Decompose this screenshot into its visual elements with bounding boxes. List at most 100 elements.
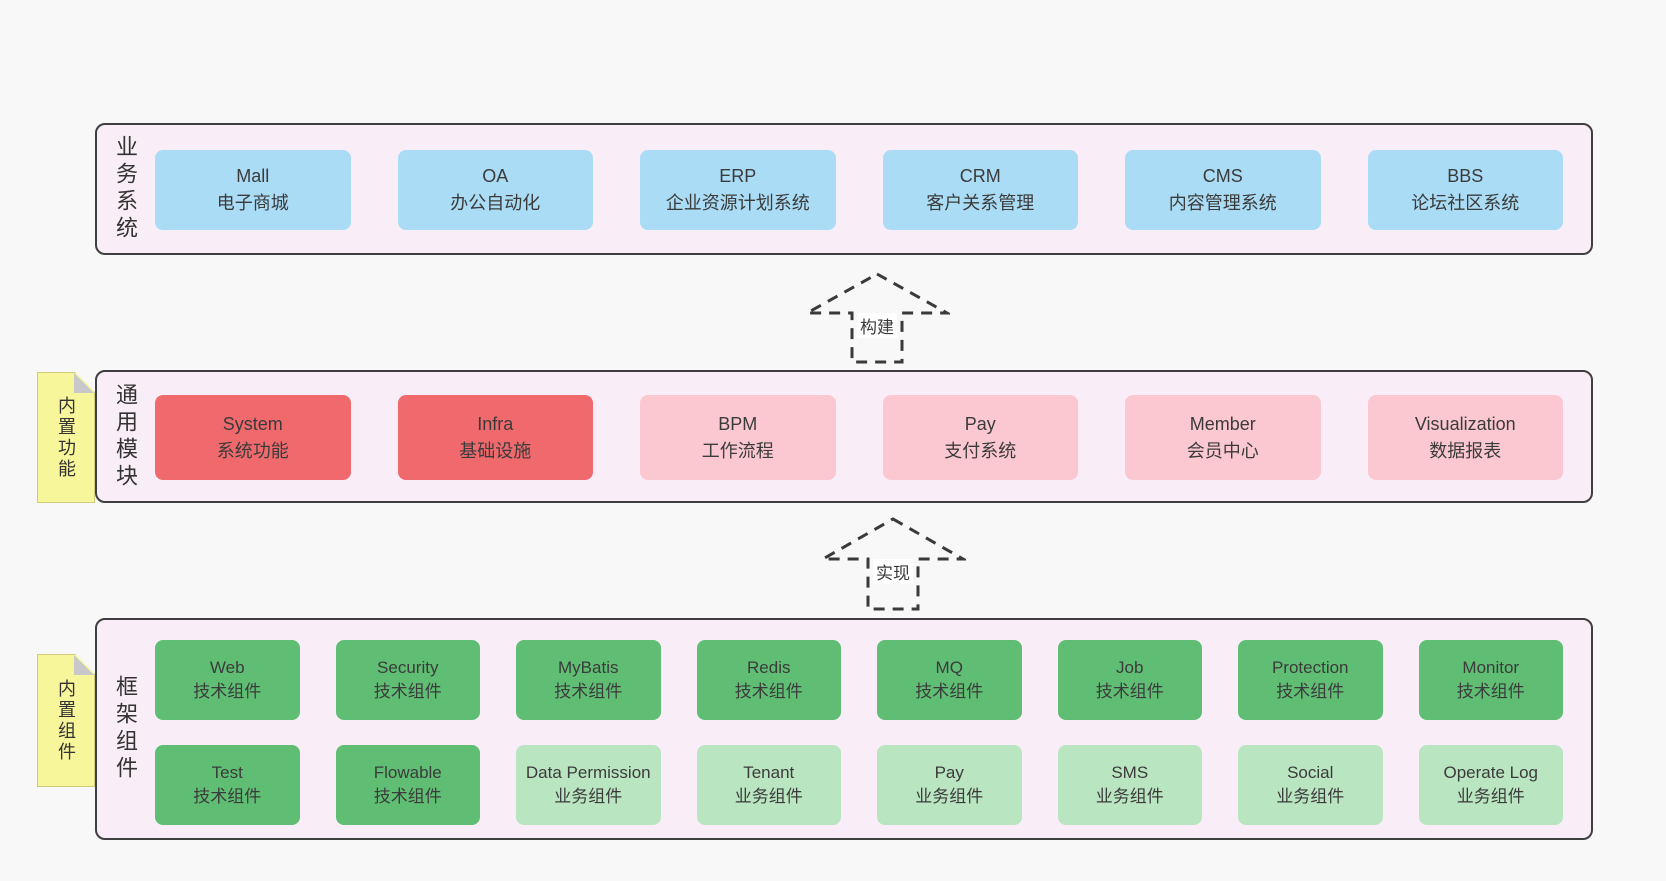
box-protection: Protection 技术组件	[1238, 640, 1383, 720]
layer-label-components: 框架组件	[113, 675, 138, 783]
implement-arrow: 实现	[820, 517, 966, 611]
build-arrow-label: 构建	[857, 313, 897, 339]
box-desc: 客户关系管理	[926, 193, 1035, 213]
box-job: Job 技术组件	[1057, 640, 1202, 720]
box-name: CRM	[959, 166, 1001, 186]
box-cms: CMS 内容管理系统	[1125, 150, 1321, 230]
box-desc: 业务组件	[734, 787, 803, 806]
box-desc: 会员中心	[1186, 440, 1259, 461]
box-mybatis: MyBatis 技术组件	[516, 640, 661, 720]
framework-components-layer: 框架组件 Web 技术组件 Security 技术组件 MyBatis 技术组件…	[95, 618, 1593, 840]
box-name: Monitor	[1462, 658, 1520, 677]
box-name: OA	[482, 166, 509, 186]
box-desc: 技术组件	[1456, 682, 1525, 701]
box-desc: 技术组件	[373, 682, 442, 701]
box-system: System 系统功能	[155, 395, 351, 480]
box-operate-log: Operate Log 业务组件	[1418, 745, 1563, 825]
common-modules-row: System 系统功能 Infra 基础设施 BPM 工作流程 Pay 支付系统…	[155, 395, 1563, 480]
box-desc: 电子商城	[216, 193, 289, 213]
box-desc: 内容管理系统	[1168, 193, 1277, 213]
box-desc: 业务组件	[554, 787, 623, 806]
box-name: MQ	[935, 658, 963, 677]
box-desc: 技术组件	[193, 787, 262, 806]
box-bpm: BPM 工作流程	[640, 395, 836, 480]
box-name: Pay	[964, 413, 996, 434]
box-desc: 技术组件	[915, 682, 984, 701]
layer-label-business: 业务系统	[113, 135, 138, 243]
box-desc: 技术组件	[1095, 682, 1164, 701]
box-erp: ERP 企业资源计划系统	[640, 150, 836, 230]
box-oa: OA 办公自动化	[397, 150, 593, 230]
box-tenant: Tenant 业务组件	[696, 745, 841, 825]
box-name: Web	[209, 658, 245, 677]
box-name: MyBatis	[558, 658, 619, 677]
box-name: Member	[1189, 413, 1256, 434]
box-name: Flowable	[373, 763, 442, 782]
business-systems-row: Mall 电子商城 OA 办公自动化 ERP 企业资源计划系统 CRM 客户关系…	[155, 150, 1563, 230]
box-bbs: BBS 论坛社区系统	[1367, 150, 1563, 230]
box-desc: 办公自动化	[450, 193, 541, 213]
box-name: BPM	[718, 413, 758, 434]
box-desc: 系统功能	[216, 440, 289, 461]
box-monitor: Monitor 技术组件	[1418, 640, 1563, 720]
box-social: Social 业务组件	[1238, 745, 1383, 825]
box-name: Redis	[747, 658, 791, 677]
build-arrow: 构建	[804, 272, 950, 364]
box-name: BBS	[1447, 166, 1484, 186]
box-visualization: Visualization 数据报表	[1367, 395, 1563, 480]
box-desc: 业务组件	[1456, 787, 1525, 806]
box-desc: 业务组件	[1276, 787, 1345, 806]
box-desc: 数据报表	[1429, 440, 1502, 461]
box-pay-biz: Pay 业务组件	[877, 745, 1022, 825]
note-built-in-components: 内置组件	[37, 654, 95, 787]
box-web: Web 技术组件	[155, 640, 300, 720]
dashed-up-arrow-icon	[804, 272, 950, 364]
framework-components-row-1: Web 技术组件 Security 技术组件 MyBatis 技术组件 Redi…	[155, 640, 1563, 720]
note-built-in-features: 内置功能	[37, 372, 95, 503]
box-pay: Pay 支付系统	[882, 395, 1078, 480]
layer-label-modules: 通用模块	[113, 382, 138, 491]
box-mall: Mall 电子商城	[155, 150, 351, 230]
box-name: Infra	[477, 413, 514, 434]
box-name: Social	[1287, 763, 1334, 782]
box-desc: 技术组件	[1276, 682, 1345, 701]
box-desc: 业务组件	[915, 787, 984, 806]
box-security: Security 技术组件	[335, 640, 480, 720]
box-sms: SMS 业务组件	[1057, 745, 1202, 825]
box-test: Test 技术组件	[155, 745, 300, 825]
box-desc: 论坛社区系统	[1411, 193, 1520, 213]
box-desc: 技术组件	[554, 682, 623, 701]
box-redis: Redis 技术组件	[696, 640, 841, 720]
box-name: Mall	[236, 166, 270, 186]
box-infra: Infra 基础设施	[397, 395, 593, 480]
box-name: Test	[211, 763, 243, 782]
box-name: System	[222, 413, 283, 434]
box-name: SMS	[1111, 763, 1149, 782]
box-desc: 基础设施	[459, 440, 532, 461]
box-name: Tenant	[743, 763, 795, 782]
box-name: Operate Log	[1443, 763, 1538, 782]
box-name: Protection	[1271, 658, 1349, 677]
box-name: Data Permission	[525, 763, 651, 782]
business-systems-layer: 业务系统 Mall 电子商城 OA 办公自动化 ERP 企业资源计划系统 CRM…	[95, 123, 1593, 255]
box-desc: 业务组件	[1095, 787, 1164, 806]
box-mq: MQ 技术组件	[877, 640, 1022, 720]
box-name: Visualization	[1414, 413, 1516, 434]
box-name: Security	[377, 658, 439, 677]
note-built-in-components-label: 内置组件	[56, 678, 76, 763]
box-desc: 工作流程	[701, 440, 774, 461]
box-desc: 技术组件	[373, 787, 442, 806]
common-modules-layer: 通用模块 System 系统功能 Infra 基础设施 BPM 工作流程 Pay…	[95, 370, 1593, 503]
framework-components-row-2: Test 技术组件 Flowable 技术组件 Data Permission …	[155, 745, 1563, 825]
box-crm: CRM 客户关系管理	[882, 150, 1078, 230]
implement-arrow-label: 实现	[873, 559, 913, 585]
box-member: Member 会员中心	[1125, 395, 1321, 480]
box-name: Job	[1116, 658, 1144, 677]
box-desc: 技术组件	[193, 682, 262, 701]
box-name: Pay	[934, 763, 964, 782]
note-built-in-features-label: 内置功能	[56, 395, 76, 480]
box-data-permission: Data Permission 业务组件	[516, 745, 661, 825]
box-name: ERP	[719, 166, 757, 186]
box-name: CMS	[1202, 166, 1243, 186]
